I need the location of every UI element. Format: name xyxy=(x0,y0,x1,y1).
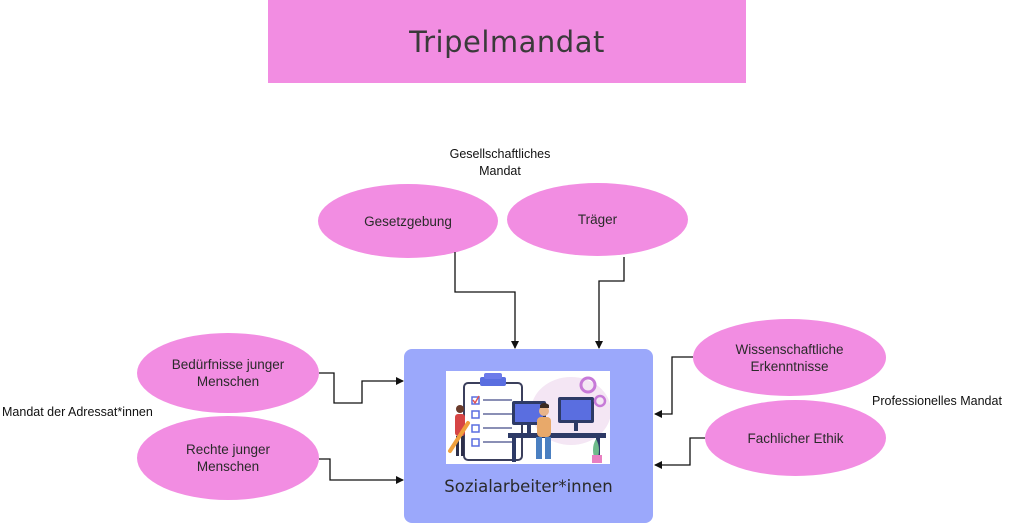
group-label-professional: Professionelles Mandat xyxy=(872,394,1002,408)
arrow-ethics xyxy=(654,437,705,469)
diagram-title: Tripelmandat xyxy=(409,24,605,59)
arrow-provider xyxy=(595,257,625,349)
arrow-rights xyxy=(319,458,404,484)
group-label-clients: Mandat der Adressat*innen xyxy=(2,405,153,419)
arrow-science xyxy=(654,356,693,418)
arrow-legislation xyxy=(454,252,519,349)
node-needs: Bedürfnisse junger Menschen xyxy=(137,333,319,413)
node-provider: Träger xyxy=(507,183,688,256)
node-ethics: Fachlicher Ethik xyxy=(705,400,886,476)
node-rights: Rechte junger Menschen xyxy=(137,416,319,500)
group-label-society: Gesellschaftliches Mandat xyxy=(449,147,551,178)
arrow-needs xyxy=(319,372,404,404)
title-banner: Tripelmandat xyxy=(268,0,746,83)
node-legislation: Gesetzgebung xyxy=(318,184,498,258)
center-node: Sozialarbeiter*innen xyxy=(404,349,653,523)
social-worker-illustration xyxy=(446,371,611,464)
node-science: Wissenschaftliche Erkenntnisse xyxy=(693,319,886,396)
center-label: Sozialarbeiter*innen xyxy=(444,477,613,496)
illustration-graphic xyxy=(448,373,611,463)
